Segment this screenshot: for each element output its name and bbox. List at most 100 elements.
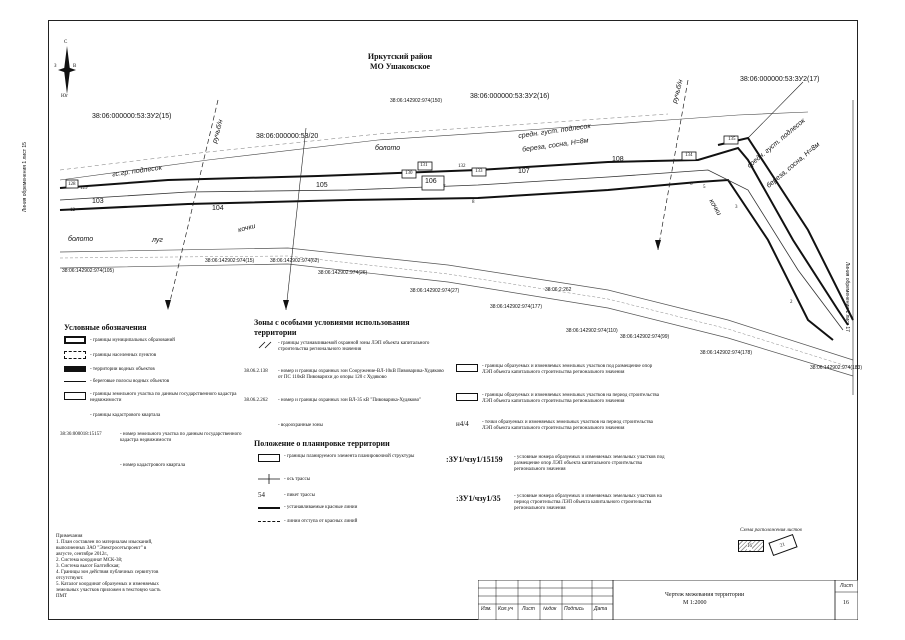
- picket-108: 108: [612, 156, 624, 163]
- picket-133: 133: [475, 169, 483, 174]
- planning-sym-element: [258, 454, 280, 462]
- planning-item-1: - границы планируемого элемента планиров…: [284, 454, 415, 459]
- legend-sym-gkn: [64, 392, 86, 400]
- picket-box-134: [681, 151, 697, 161]
- notes-line-6: 4. Границы зон действия публичных сервит…: [56, 570, 159, 575]
- stream-line-1: [167, 99, 219, 311]
- picket-box-135: [723, 135, 739, 145]
- zones-item-1: - границы устанавливаемой охранной зоны …: [278, 341, 430, 352]
- corridor-upper-line: [59, 146, 849, 326]
- notes-line-9: земельных участков приложен в текстовую …: [56, 588, 161, 593]
- stamp-col-kolich: Кол.уч: [498, 606, 513, 612]
- scheme-sheet-left-label: 16: [747, 544, 752, 550]
- stream-line-2: [657, 79, 689, 251]
- arrow-3: [655, 240, 661, 250]
- cad-code-7: 38:06:142902:974(110): [566, 328, 618, 334]
- legend-item-4: - береговые полосы водных объектов: [90, 379, 170, 384]
- planning-item-5: - линии отступа от красных линий: [284, 519, 358, 524]
- notes-line-2: выполненных ЗАО "Электросетьпроект" в: [56, 546, 147, 551]
- stamp-scale: М 1:2000: [683, 600, 707, 606]
- legend-item-1: - границы муниципальных образований: [90, 338, 175, 343]
- picket-129: 129: [80, 186, 88, 191]
- zones-item-4: - водоохранные зоны: [278, 423, 323, 428]
- right-point-code: н4/4: [456, 420, 469, 428]
- terrain-swamp-1: болото: [375, 145, 401, 152]
- legend-cad-desc: - номер земельного участка по данным гос…: [120, 432, 242, 443]
- notes-line-4: 2. Система координат МСК-38;: [56, 558, 123, 563]
- compass-south: Юг: [61, 94, 69, 99]
- zone-boundary-lower: [59, 247, 854, 361]
- picket-106: 106: [425, 178, 437, 185]
- map-title: Иркутский район МО Ушаковское: [330, 52, 470, 72]
- compass-west: З: [54, 64, 57, 69]
- planning-item-4: - устанавливаемые красные линии: [284, 505, 358, 510]
- legend-item-2: - границы населенных пунктов: [90, 353, 157, 358]
- picket-104: 104: [212, 205, 224, 212]
- planning-item-2: - ось трассы: [284, 477, 311, 482]
- stamp-col-list: Лист: [522, 606, 535, 612]
- planning-picket-num: 54: [258, 491, 265, 499]
- arrow-1: [165, 300, 171, 310]
- zones-title-1: Зоны с особыми условиями использования: [254, 318, 410, 327]
- legend-sym-water: [64, 366, 86, 372]
- right-item-4: - условные номера образуемых и изменяемы…: [514, 455, 665, 472]
- notes-block: Примечания 1. План составлен по материал…: [56, 534, 206, 600]
- picket-105: 105: [316, 182, 328, 189]
- zones-item-3: - номер и границы охранных зон ВЛ-35 кВ …: [278, 398, 422, 403]
- zones-code-3: 38.06.2.262: [244, 398, 268, 403]
- notes-line-5: 3. Система высот Балтийская;: [56, 564, 120, 569]
- picket-6: 6: [690, 182, 693, 187]
- parcel-label-20: 38:06:000000:53/20: [256, 133, 319, 140]
- cad-code-10: 38:06:142902:974(62): [270, 258, 320, 264]
- cad-code-2: 38:06:142902:974(150): [390, 98, 442, 104]
- stamp-col-data: Дата: [594, 606, 608, 612]
- corridor-right-line: [717, 136, 854, 321]
- compass: С З В Юг: [54, 40, 80, 100]
- notes-line-7: отсутствуют.: [56, 576, 84, 581]
- notes-title: Примечания: [56, 534, 83, 539]
- legend-title: Условные обозначения: [64, 323, 147, 332]
- planning-item-3: - пикет трассы: [284, 493, 315, 498]
- zones-item-2: - номер и границы охранных зон Сооружени…: [278, 369, 444, 380]
- leader-line-2: [747, 81, 804, 139]
- picket-128: 128: [68, 182, 76, 187]
- parcel-label-17: 38:06:000000:53:ЗУ2(17): [740, 76, 820, 83]
- picket-8: 8: [472, 200, 475, 205]
- stamp-col-podpis: Подпись: [564, 606, 584, 612]
- parcel-label-16: 38:06:000000:53:ЗУ2(16): [470, 93, 550, 100]
- stamp-sheet-label: Лист: [840, 583, 853, 589]
- stamp-drawing-title: Чертеж межевания территории: [665, 592, 745, 598]
- right-item-5: - условные номера образуемых и изменяемы…: [514, 494, 662, 511]
- right-sym-construction: [456, 393, 478, 401]
- cad-code-1: 38:06:142902:974(105): [62, 268, 114, 274]
- zones-code-2: 38.06.2.138: [244, 369, 268, 374]
- cad-code-12: 38:06:2:262: [545, 287, 572, 293]
- picket-103: 103: [92, 198, 104, 205]
- picket-box-128: [65, 179, 79, 189]
- planning-sym-red-line: [258, 507, 280, 509]
- picket-135: 135: [728, 137, 736, 142]
- legend-sym-settlement: [64, 351, 86, 359]
- legend-item-6: - границы кадастрового квартала: [90, 413, 161, 418]
- stamp-col-izm: Изм.: [481, 606, 492, 612]
- right-item-3: - точки образуемых и изменяемых земельны…: [482, 420, 653, 431]
- planning-title: Положение о планировке территории: [254, 439, 390, 448]
- right-sym-support: [456, 364, 478, 372]
- notes-line-8: 5. Каталог координат образуемых и изменя…: [56, 582, 159, 587]
- leader-line-1: [285, 127, 307, 311]
- legend-cad-code: 38:36:000018:15157: [60, 432, 102, 437]
- zones-title-2: территории: [254, 328, 297, 337]
- zone-boundary-lower3: [59, 255, 854, 369]
- title-block: [478, 580, 858, 620]
- map-title-line2: МО Ушаковское: [369, 62, 431, 71]
- picket-130: 130: [405, 171, 413, 176]
- picket-131: 131: [420, 163, 428, 168]
- parcel-boundary-line: [59, 111, 809, 181]
- compass-rose-icon: [58, 46, 76, 94]
- notes-line-3: августе, сентябре 2012г.,: [56, 552, 109, 557]
- zone-boundary-lower2: [59, 263, 854, 377]
- right-code-5: :ЗУ1/чзу1/35: [456, 494, 501, 503]
- picket-box-106: [421, 175, 445, 191]
- notes-line-10: ПМТ: [56, 594, 68, 599]
- map-title-line1: Иркутский район: [367, 52, 433, 61]
